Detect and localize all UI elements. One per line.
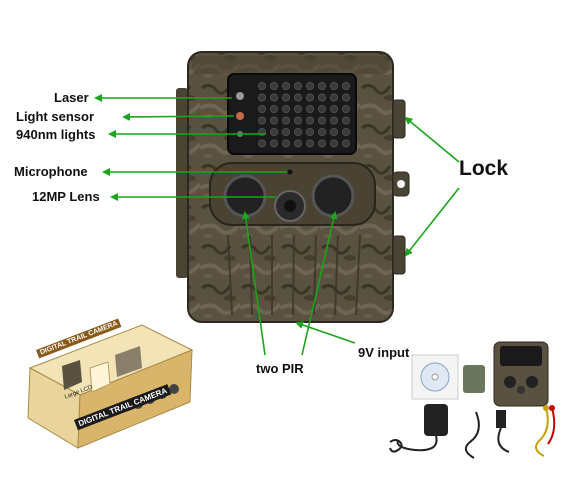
ir-led [269,139,278,148]
arrow-lock-bottom [404,187,460,257]
pointer-arrows [94,94,460,356]
pir-sensor-right [311,174,355,218]
ir-led [305,93,314,102]
ir-led [293,93,302,102]
trail-camera [176,51,410,323]
ir-led [281,82,290,91]
ir-led [257,105,266,114]
ir-led [281,116,290,125]
ir-led [257,139,266,148]
latch-bottom [392,235,406,275]
laser-emitter [236,92,244,100]
label-light-sensor: Light sensor [16,109,95,124]
box-lcd-image [89,361,111,393]
ir-led [305,116,314,125]
ir-led [317,139,326,148]
mounting-strap [463,365,485,393]
label-laser: Laser [54,90,89,105]
ir-led [305,127,314,136]
arrow-pir-left [241,211,266,356]
latch-top [392,99,406,139]
usb-cable [464,411,480,459]
microphone-hole [287,169,293,175]
ir-led [305,105,314,114]
arrow-pir-right [301,211,338,356]
ir-led [305,139,314,148]
label-lights: 940nm lights [16,127,96,142]
label-pir: two PIR [256,361,304,376]
ir-led [329,116,338,125]
ir-led [269,82,278,91]
ir-led [269,127,278,136]
light-sensor [236,112,244,120]
ir-led [329,127,338,136]
ir-led [305,82,314,91]
tv-out-cable [535,407,549,457]
ir-led [317,105,326,114]
ir-led [317,82,326,91]
ir-led [341,93,350,102]
accessories [389,341,556,459]
ir-led [341,105,350,114]
label-lens: 12MP Lens [32,189,100,204]
ir-led [269,116,278,125]
box-camera-image [62,360,82,390]
ir-led [269,93,278,102]
box-photo [115,346,142,377]
ir-led [257,82,266,91]
ir-led [341,116,350,125]
ir-led [329,82,338,91]
ir-led [281,127,290,136]
ir-led [341,139,350,148]
ir-led [329,93,338,102]
ir-led [341,127,350,136]
ir-led [293,116,302,125]
label-input: 9V input [358,345,410,360]
ir-led [293,105,302,114]
ir-led [281,139,290,148]
ir-led [257,93,266,102]
ir-led [257,116,266,125]
ir-led [281,93,290,102]
ir-led [269,105,278,114]
label-lock: Lock [459,157,509,180]
ir-led [281,105,290,114]
arrow-lock-top [404,116,460,163]
label-microphone: Microphone [14,164,88,179]
ir-led-grid [257,82,350,148]
ir-led [317,93,326,102]
ir-led [317,116,326,125]
power-adapter [424,404,448,436]
retail-box [27,324,194,449]
ir-led [293,82,302,91]
ir-led [293,139,302,148]
ir-led [329,105,338,114]
arrow-input [295,321,356,344]
hinge-left [176,88,188,278]
ir-led [293,127,302,136]
ir-led [329,139,338,148]
ir-led [317,127,326,136]
pir-sensor-left [223,174,267,218]
ir-led [341,82,350,91]
arrow-light-sensor [122,112,235,121]
